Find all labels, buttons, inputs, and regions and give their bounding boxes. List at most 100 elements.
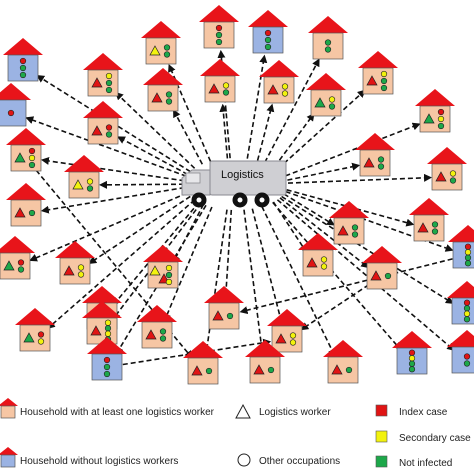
member-other-occupation: [449, 170, 457, 177]
legend-house-without-worker-label: Household without logistics workers: [20, 456, 178, 467]
member-other-occupation: [103, 370, 111, 378]
hub-arrow: [88, 195, 191, 265]
member-other-occupation: [384, 272, 392, 280]
house-roof: [64, 155, 104, 172]
hub-arrow: [40, 157, 185, 182]
household: [308, 16, 348, 60]
member-other-occupation: [105, 124, 113, 131]
house-roof: [82, 286, 122, 303]
hub-arrow: [40, 186, 185, 214]
house-body: [87, 69, 119, 97]
member-logistics-worker: [275, 333, 287, 344]
legend-not-infected-label: Not infected: [399, 458, 452, 469]
legend-house-with-worker: Household with at least one logistics wo…: [0, 398, 215, 419]
member-other-occupation: [408, 349, 416, 356]
household: [447, 281, 474, 325]
hub-arrow: [46, 199, 196, 330]
member-other-occupation: [464, 254, 472, 261]
household: [358, 51, 398, 95]
hub-arrow: [29, 192, 188, 262]
hub-arrow: [274, 112, 315, 168]
house-body: [0, 252, 31, 280]
hub-arrow: [243, 209, 266, 356]
logistics-hub: Logistics: [181, 160, 287, 208]
household: [55, 241, 95, 285]
household: [245, 340, 285, 384]
member-logistics-worker: [91, 125, 103, 136]
hub-arrow: [25, 116, 187, 177]
hub-arrow: [251, 208, 285, 325]
member-other-occupation: [159, 335, 167, 342]
household: [355, 133, 395, 177]
house-roof: [358, 51, 398, 68]
member-other-occupation: [86, 185, 94, 192]
member-other-occupation: [351, 224, 359, 231]
house-body: [208, 302, 240, 330]
member-other-occupation: [19, 71, 27, 79]
member-logistics-worker: [331, 364, 343, 375]
house-roof: [267, 309, 307, 326]
member-other-occupation: [464, 249, 472, 256]
member-other-occupation: [463, 353, 471, 360]
house-roof: [259, 60, 299, 77]
member-other-occupation: [28, 154, 36, 162]
house-roof: [6, 183, 46, 200]
legend-house-without-worker: Household without logistics workers: [0, 447, 178, 468]
house-body: [145, 37, 177, 65]
member-other-occupation: [463, 360, 471, 367]
house-body: [327, 356, 359, 384]
hub-arrow: [256, 103, 275, 161]
member-other-occupation: [377, 156, 385, 163]
house-body: [333, 217, 365, 245]
household: [362, 246, 402, 290]
member-logistics-worker: [363, 157, 375, 168]
member-logistics-worker: [417, 222, 429, 233]
member-other-occupation: [163, 44, 171, 51]
household: [6, 128, 46, 172]
member-logistics-worker: [435, 171, 447, 182]
legend-house-with-worker-label: Household with at least one logistics wo…: [20, 407, 215, 418]
legend-other-occupations-label: Other occupations: [259, 456, 340, 467]
house-body: [302, 249, 334, 277]
hub-arrow: [285, 122, 421, 177]
household: [15, 308, 55, 352]
member-other-occupation: [281, 90, 289, 97]
house-roof: [447, 281, 474, 298]
household: [0, 83, 31, 127]
hub-arrow: [261, 206, 336, 358]
member-other-occupation: [437, 115, 445, 123]
member-other-occupation: [86, 178, 94, 185]
member-other-occupation: [449, 177, 457, 184]
member-other-occupation: [431, 228, 439, 235]
house-body: [419, 105, 451, 133]
hub-arrow: [277, 89, 366, 170]
member-logistics-worker: [370, 270, 382, 281]
house-body: [59, 257, 91, 285]
member-other-occupation: [159, 328, 167, 335]
member-other-occupation: [463, 316, 471, 323]
house-body: [19, 324, 51, 352]
member-other-occupation: [105, 86, 113, 94]
member-logistics-worker: [151, 92, 163, 103]
house-roof: [409, 198, 449, 215]
member-logistics-worker: [72, 179, 84, 190]
member-logistics-worker: [149, 265, 161, 276]
member-other-occupation: [28, 161, 36, 169]
house-body: [359, 149, 391, 177]
house-roof: [0, 236, 35, 253]
household: [141, 21, 181, 65]
member-other-occupation: [104, 330, 112, 337]
household: [3, 38, 43, 82]
household: [6, 183, 46, 227]
house-roof: [308, 16, 348, 33]
hub-arrow: [283, 193, 336, 226]
household: [392, 331, 432, 375]
legend-secondary-case: Secondary case: [375, 430, 471, 444]
member-other-occupation: [77, 264, 85, 271]
house-roof: [3, 38, 43, 55]
member-other-occupation: [463, 310, 471, 317]
member-logistics-worker: [14, 207, 26, 218]
member-other-occupation: [463, 305, 471, 312]
hub-arrow: [287, 173, 432, 184]
